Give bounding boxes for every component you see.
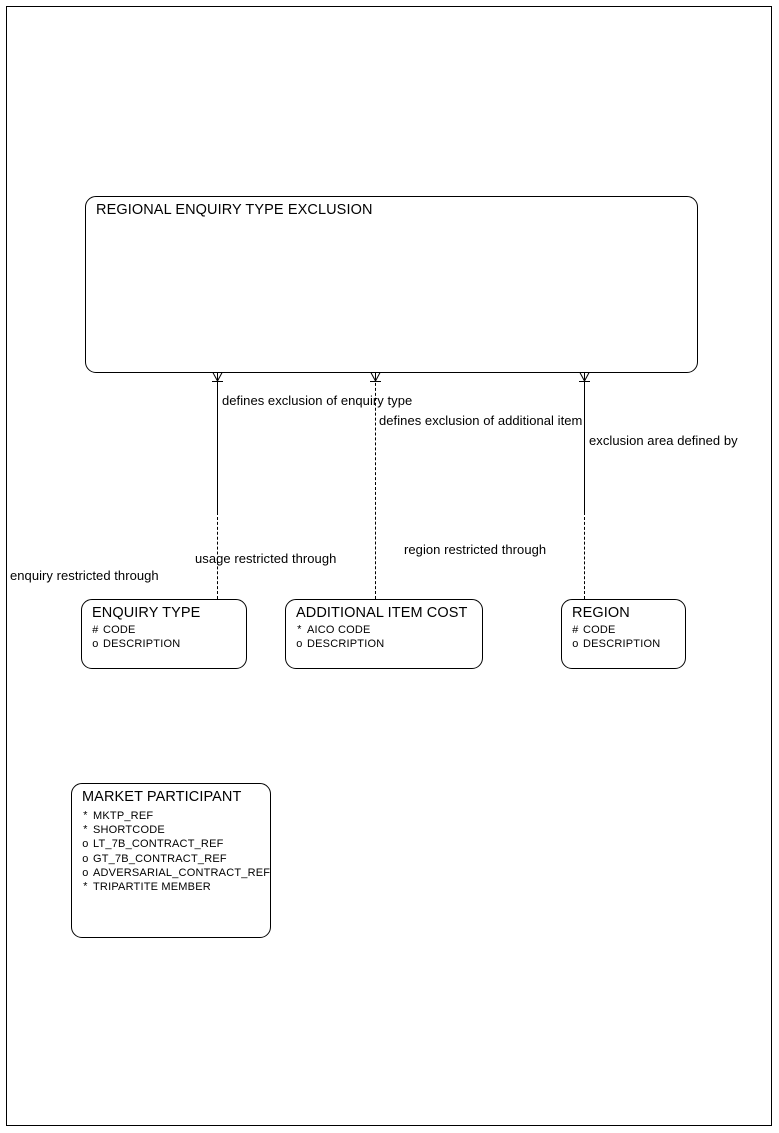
attribute-marker: o [92, 639, 99, 652]
attribute-marker: # [572, 625, 579, 637]
attribute-label: DESCRIPTION [103, 638, 181, 651]
relationship-tick-additional-item [370, 381, 381, 382]
relationship-label-exclusion-area-defined-by: exclusion area defined by [589, 433, 738, 448]
attribute-list: * MKTP_REF * SHORTCODE o LT_7B_CONTRACT_REF… [82, 810, 271, 895]
attribute-row: # CODE [92, 624, 246, 638]
attribute-label: LT_7B_CONTRACT_REF [93, 838, 224, 851]
attribute-marker: o [572, 639, 579, 652]
connector-region-dashed [584, 512, 585, 599]
attribute-row: o GT_7B_CONTRACT_REF [82, 852, 270, 867]
attribute-list: * AICO CODE o DESCRIPTION [296, 624, 482, 652]
attribute-row: * SHORTCODE [82, 824, 270, 838]
entity-title: ADDITIONAL ITEM COST [296, 605, 468, 621]
page-border [6, 6, 772, 1126]
relationship-label-defines-exclusion-of-additional-item: defines exclusion of additional item [379, 413, 583, 428]
attribute-list: # CODE o DESCRIPTION [572, 624, 685, 652]
attribute-row: * AICO CODE [296, 624, 482, 638]
attribute-marker: * [82, 825, 89, 838]
attribute-row: o ADVERSARIAL_CONTRACT_REF [82, 866, 271, 881]
attribute-label: SHORTCODE [93, 824, 165, 837]
connector-enquiry-type-solid [217, 373, 218, 512]
attribute-row: # CODE [572, 624, 685, 638]
attribute-label: GT_7B_CONTRACT_REF [93, 852, 227, 865]
attribute-marker: o [82, 853, 89, 866]
attribute-marker: * [296, 625, 303, 637]
entity-title: ENQUIRY TYPE [92, 605, 201, 621]
attribute-list: # CODE o DESCRIPTION [92, 624, 246, 652]
connector-additional-item-dashed [375, 373, 376, 599]
attribute-marker: o [82, 839, 89, 852]
relationship-label-defines-exclusion-of-enquiry-type: defines exclusion of enquiry type [222, 393, 413, 408]
attribute-label: CODE [103, 624, 136, 636]
relationship-label-enquiry-restricted-through: enquiry restricted through [10, 568, 159, 583]
attribute-marker: # [92, 625, 99, 637]
entity-enquiry-type[interactable]: ENQUIRY TYPE # CODE o DESCRIPTION [81, 599, 247, 669]
attribute-row: * TRIPARTITE MEMBER [82, 881, 270, 895]
attribute-row: o DESCRIPTION [572, 638, 685, 652]
attribute-label: AICO CODE [307, 624, 371, 636]
attribute-row: o LT_7B_CONTRACT_REF [82, 838, 270, 852]
attribute-label: CODE [583, 624, 616, 636]
attribute-row: * MKTP_REF [82, 810, 270, 824]
attribute-marker: * [82, 811, 89, 823]
entity-additional-item-cost[interactable]: ADDITIONAL ITEM COST * AICO CODE o DESCRIP… [285, 599, 483, 669]
attribute-marker: o [296, 639, 303, 652]
attribute-marker: * [82, 882, 89, 895]
attribute-marker: o [82, 867, 89, 880]
attribute-label: DESCRIPTION [583, 638, 661, 651]
attribute-row: o DESCRIPTION [92, 638, 246, 652]
entity-regional-enquiry-type-exclusion[interactable]: REGIONAL ENQUIRY TYPE EXCLUSION [85, 196, 698, 373]
connector-enquiry-type-dashed [217, 512, 218, 599]
entity-region[interactable]: REGION # CODE o DESCRIPTION [561, 599, 686, 669]
relationship-tick-enquiry-type [212, 381, 223, 382]
relationship-tick-region [579, 381, 590, 382]
attribute-label: DESCRIPTION [307, 638, 385, 651]
entity-title: MARKET PARTICIPANT [82, 789, 242, 805]
attribute-label: TRIPARTITE MEMBER [93, 881, 211, 894]
attribute-row: o DESCRIPTION [296, 638, 482, 652]
attribute-label: ADVERSARIAL_CONTRACT_REF [93, 866, 271, 879]
relationship-label-usage-restricted-through: usage restricted through [195, 551, 337, 566]
entity-title: REGIONAL ENQUIRY TYPE EXCLUSION [96, 202, 373, 218]
entity-market-participant[interactable]: MARKET PARTICIPANT * MKTP_REF * SHORTCODE … [71, 783, 271, 938]
relationship-label-region-restricted-through: region restricted through [404, 542, 547, 557]
attribute-label: MKTP_REF [93, 810, 154, 822]
connector-region-solid [584, 373, 585, 512]
entity-title: REGION [572, 605, 630, 621]
